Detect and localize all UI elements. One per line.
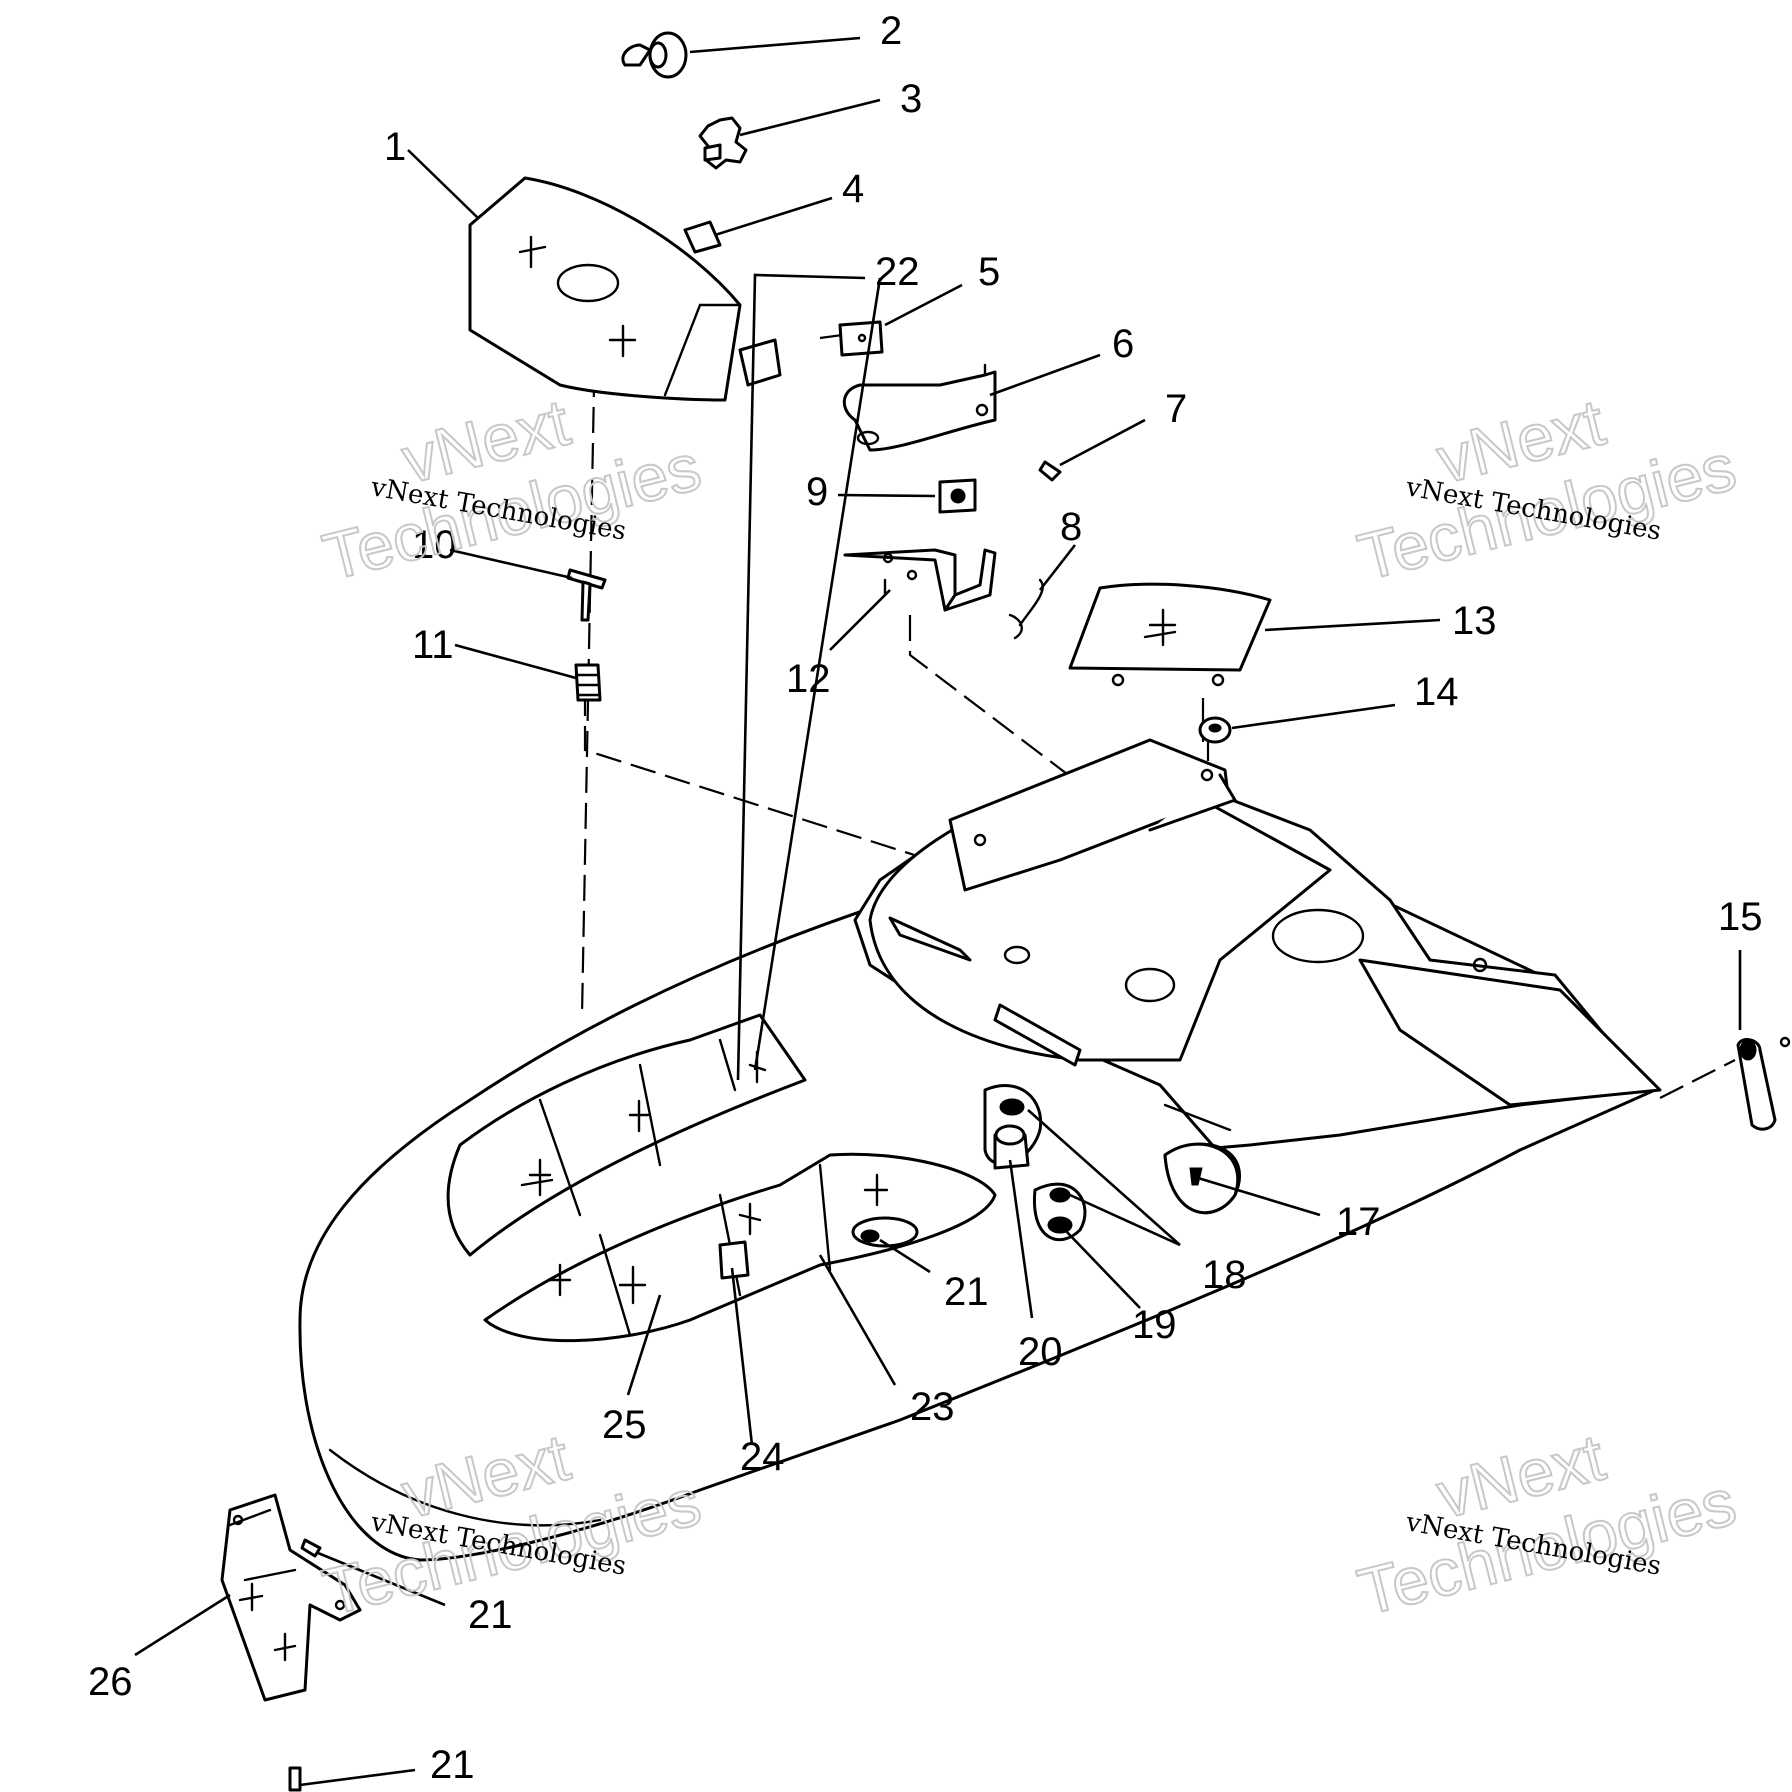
decal-marks [520,1050,889,1305]
clip-21-icon [851,1216,919,1248]
lower-bracket [220,1493,362,1792]
callout-19: 19 [1132,1303,1177,1347]
callout-3: 3 [900,77,922,121]
callout-24: 24 [740,1435,785,1479]
callout-26: 26 [88,1660,133,1704]
callout-2: 2 [880,9,902,53]
callout-21-bracket: 21 [468,1593,513,1637]
headlight-housing [468,176,782,402]
callout-14: 14 [1414,670,1459,714]
callout-9: 9 [806,470,828,514]
leader-lines [134,36,1742,1787]
callout-22: 22 [875,250,920,294]
callout-8: 8 [1060,505,1082,549]
rubber-grommet-icon [574,663,602,702]
callout-21-bottom: 21 [430,1743,475,1787]
callout-6: 6 [1112,322,1134,366]
callout-5: 5 [978,250,1000,294]
callout-25: 25 [602,1403,647,1447]
callout-7: 7 [1165,387,1187,431]
pin-icon [566,568,607,622]
connector-icon [683,220,722,254]
bulb-icon [621,31,688,79]
callout-17: 17 [1336,1200,1381,1244]
screw-icon [1038,460,1062,482]
callout-18: 18 [1202,1253,1247,1297]
hood-body-shell [298,738,1662,1562]
callout-23: 23 [910,1385,955,1429]
handle-icon [1736,1036,1791,1131]
callout-labels: 1 2 3 4 5 6 7 8 9 10 11 12 13 14 15 17 1… [88,9,1763,1787]
callout-11: 11 [412,623,454,667]
support-bracket [843,548,997,612]
mounting-bracket [842,363,997,452]
callout-15: 15 [1718,895,1763,939]
switch-icon [718,1240,750,1280]
callout-13: 13 [1452,599,1497,643]
bulb-socket-icon [698,116,748,170]
callout-4: 4 [842,167,864,211]
trim-panel [1068,582,1272,687]
callout-10: 10 [412,523,457,567]
callout-12: 12 [786,657,831,701]
hardware-18-19-20 [993,1098,1073,1234]
callout-20: 20 [1018,1330,1063,1374]
callout-1: 1 [384,125,406,169]
clip-icon [1008,578,1044,640]
nut-icon [1198,716,1232,744]
grommet-icon [938,478,977,514]
plate-icon [838,320,884,357]
callout-21-panel: 21 [944,1270,989,1314]
